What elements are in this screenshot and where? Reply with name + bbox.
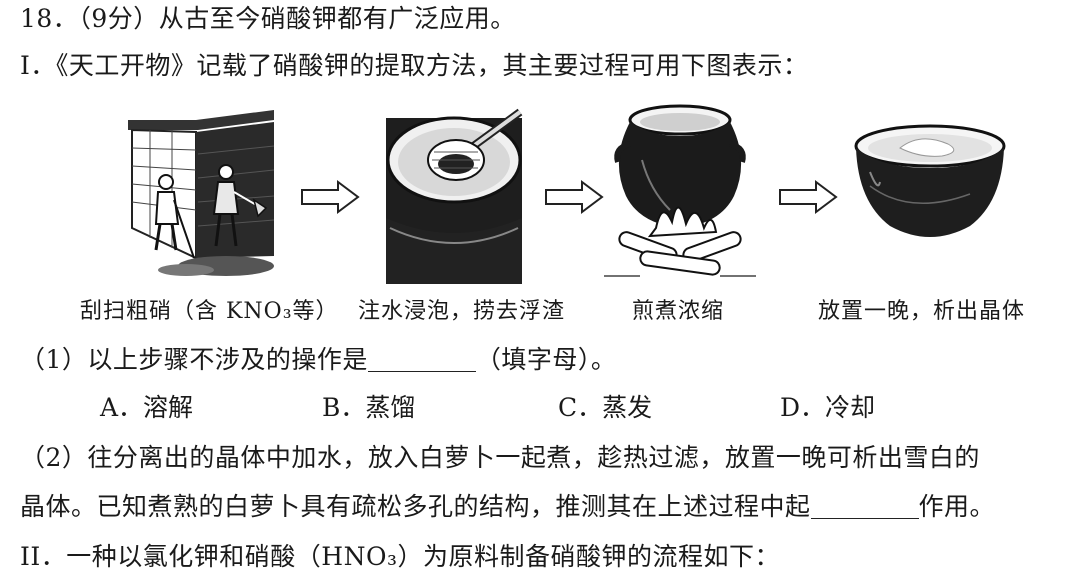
step-caption-1: 刮扫粗硝（含 KNO₃等）: [80, 299, 339, 324]
question-1-suffix: （填字母）。: [475, 345, 617, 374]
option-d: D．冷却: [780, 393, 876, 422]
question-1: （1）以上步骤不涉及的操作是 （填字母）。: [20, 344, 616, 376]
boiling-pot-illustration: [604, 104, 756, 277]
question-2-suffix: 作用。: [918, 492, 996, 521]
answer-blank-2[interactable]: [810, 494, 919, 519]
step-caption-2: 注水浸泡，捞去浮渣: [358, 299, 566, 324]
answer-blank-1[interactable]: [367, 347, 476, 372]
option-b: B．蒸馏: [322, 393, 416, 422]
problem-number: 18．: [20, 4, 79, 33]
part1-text: 《天工开物》记载了硝酸钾的提取方法，其主要过程可用下图表示：: [55, 51, 809, 80]
question-2-line-2: 晶体。已知煮熟的白萝卜具有疏松多孔的结构，推测其在上述过程中起 作用。: [20, 491, 995, 523]
step-caption-3: 煎煮浓缩: [632, 299, 725, 324]
step-caption-4: 放置一晚，析出晶体: [818, 299, 1026, 324]
crystal-bowl-illustration: [854, 124, 1006, 237]
problem-points: （9分）: [78, 4, 159, 33]
part1-header: I．《天工开物》记载了硝酸钾的提取方法，其主要过程可用下图表示：: [20, 50, 808, 82]
flow-arrow-2: [545, 180, 604, 214]
part2-label: II．: [20, 542, 67, 571]
part2-header: II．一种以氯化钾和硝酸（HNO₃）为原料制备硝酸钾的流程如下：: [20, 541, 780, 573]
soaking-vat-illustration: [386, 108, 523, 284]
question-1-options: A．溶解 B．蒸馏 C．蒸发 D．冷却: [0, 392, 1080, 428]
option-a: A．溶解: [100, 393, 194, 422]
scraping-illustration: [126, 108, 276, 278]
part1-label: I．: [20, 51, 56, 80]
problem-intro: 从古至今硝酸钾都有广泛应用。: [158, 4, 516, 33]
question-2-line-1: （2）往分离出的晶体中加水，放入白萝卜一起煮，趁热过滤，放置一晚可析出雪白的: [20, 443, 980, 472]
option-c: C．蒸发: [558, 393, 653, 422]
part2-text: 一种以氯化钾和硝酸（HNO₃）为原料制备硝酸钾的流程如下：: [66, 542, 780, 571]
flow-arrow-1: [301, 180, 360, 214]
problem-header: 18．（9分）从古至今硝酸钾都有广泛应用。: [20, 3, 516, 35]
question-1-prefix: （1）以上步骤不涉及的操作是: [20, 345, 368, 374]
question-2-prefix: 晶体。已知煮熟的白萝卜具有疏松多孔的结构，推测其在上述过程中起: [20, 492, 811, 521]
flow-arrow-3: [779, 180, 838, 214]
